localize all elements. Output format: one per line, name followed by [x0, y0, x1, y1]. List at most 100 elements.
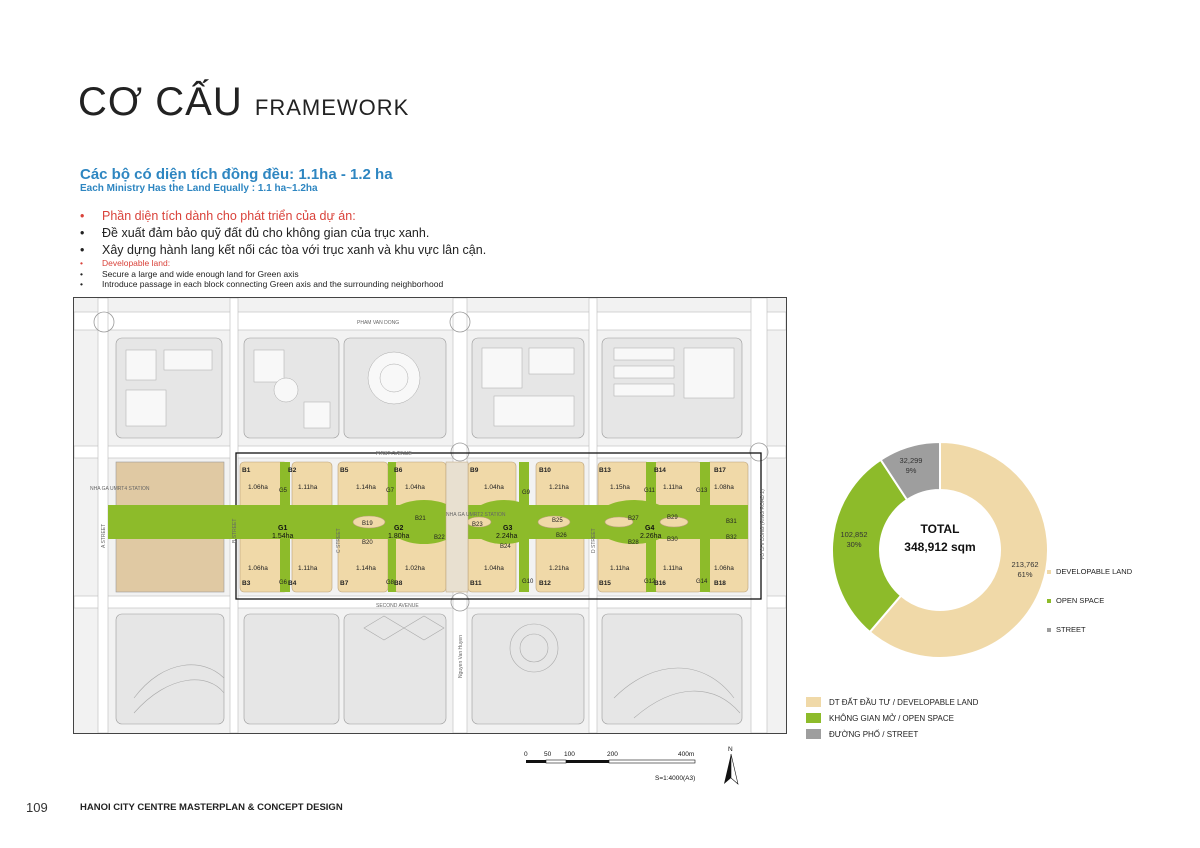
road-a-street: [97, 298, 109, 733]
small-label: G6: [279, 580, 288, 586]
bullet-en-2: Secure a large and wide enough land for …: [80, 269, 443, 280]
block-area: 1.21ha: [549, 484, 569, 491]
block-area: 1.21ha: [549, 565, 569, 572]
scale-bar: 0 50 100 200 400m S=1:4000(A3) N: [520, 744, 760, 794]
donut-total-value: 348,912 sqm: [904, 540, 976, 554]
block-id: B2: [288, 467, 297, 474]
label-station-left: NHA GA UMRT4 STATION: [90, 486, 150, 492]
scale-tick-100: 100: [564, 751, 575, 758]
north-buildings: [125, 347, 735, 429]
label-first-avenue: FIRST AVENUE: [376, 451, 412, 457]
legend-label: KHÔNG GIAN MỞ / OPEN SPACE: [829, 713, 954, 723]
slice-value: 102,852: [840, 530, 868, 539]
legend-label: ĐƯỜNG PHỐ / STREET: [829, 729, 919, 739]
scale-tick-400: 400m: [678, 751, 694, 758]
roundabout-n: [449, 311, 471, 333]
road-first-avenue: [74, 445, 786, 459]
north-label: N: [728, 746, 733, 753]
legend-text: DEVELOPABLE LAND: [1056, 567, 1133, 576]
legend-text: STREET: [1056, 625, 1086, 634]
roundabout-east: [749, 442, 769, 462]
label-d-street: D STREET: [591, 528, 597, 553]
roundabout-nw: [93, 311, 115, 333]
roundabout-center-s: [450, 592, 470, 612]
title-sub: FRAMEWORK: [254, 95, 410, 120]
legend-swatch: [806, 713, 821, 723]
small-label: B24: [500, 544, 511, 550]
green-area: 2.26ha: [640, 533, 662, 540]
scale-ratio: S=1:4000(A3): [655, 775, 695, 782]
small-label: B31: [726, 519, 737, 525]
block-id: B12: [539, 580, 551, 587]
legend-swatch: [1047, 598, 1051, 603]
block-area: 1.06ha: [248, 484, 268, 491]
green-area: 1.80ha: [388, 533, 410, 540]
block-area: 1.11ha: [610, 565, 630, 572]
small-label: G14: [696, 579, 708, 585]
block-id: B7: [340, 580, 349, 587]
small-label: G9: [522, 490, 531, 496]
small-label: B29: [667, 515, 678, 521]
block-id: B14: [654, 467, 666, 474]
green-axis: [108, 462, 748, 592]
label-second-avenue: SECOND AVENUE: [376, 603, 419, 609]
legend-swatch: [806, 729, 821, 739]
block-area: 1.11ha: [663, 565, 683, 572]
bullet-vi-2: Đề xuất đảm bảo quỹ đất đủ cho không gia…: [80, 225, 486, 242]
small-label: G10: [522, 579, 534, 585]
slice-developable: [868, 440, 1049, 659]
masterplan-map: PHAM VAN DONG FIRST AVENUE SECOND AVENUE…: [73, 297, 787, 734]
land-use-donut: [820, 430, 1060, 670]
block-area: 1.14ha: [356, 565, 376, 572]
block-id: B1: [242, 467, 251, 474]
scale-tick-50: 50: [544, 751, 552, 758]
small-label: G12: [644, 579, 656, 585]
legend-swatch: [1047, 627, 1051, 632]
label-a-street: A STREET: [101, 524, 107, 548]
small-label: B25: [552, 518, 563, 524]
block-area: 1.04ha: [405, 484, 425, 491]
block-id: B10: [539, 467, 551, 474]
block-area: 1.08ha: [714, 484, 734, 491]
north-arrow-icon: [724, 753, 739, 785]
bullet-en-3: Introduce passage in each block connecti…: [80, 279, 443, 290]
roundabout-center-n: [450, 442, 470, 462]
footer-title: HANOI CITY CENTRE MASTERPLAN & CONCEPT D…: [80, 802, 343, 813]
block-area: 1.15ha: [610, 484, 630, 491]
block-id: B3: [242, 580, 251, 587]
scale-tick-0: 0: [524, 751, 528, 758]
small-label: G8: [386, 580, 395, 586]
label-b-street: B STREET: [232, 519, 238, 543]
slice-value: 32,299: [899, 456, 923, 465]
block-area: 1.04ha: [484, 484, 504, 491]
page-number: 109: [26, 800, 48, 815]
small-label: G13: [696, 488, 708, 494]
station-plaza: [445, 461, 469, 593]
legend-row-street: ĐƯỜNG PHỐ / STREET: [806, 726, 978, 742]
label-vo-chi-cong: VO CHI CONG (RING ROAD 2): [760, 489, 766, 560]
scale-tick-200: 200: [607, 751, 618, 758]
heading-vi: Các bộ có diện tích đồng đều: 1.1ha - 1.…: [80, 166, 393, 183]
label-nguyen-van-huyen: Nguyen Van Huyen: [458, 635, 464, 678]
block-id: B6: [394, 467, 403, 474]
legend-label: DT ĐẤT ĐẦU TƯ / DEVELOPABLE LAND: [829, 697, 979, 707]
block-area: 1.04ha: [484, 565, 504, 572]
block-id: B11: [470, 580, 482, 587]
bullets-vi: Phần diện tích dành cho phát triển của d…: [80, 208, 486, 259]
road-pham-van-dong: [74, 311, 786, 331]
donut-total-label: TOTAL: [920, 522, 960, 536]
green-area: 2.24ha: [496, 533, 518, 540]
south-details: [133, 615, 741, 719]
bullet-vi-3: Xây dựng hành lang kết nối các tòa với t…: [80, 242, 486, 259]
small-label: B22: [434, 535, 445, 541]
scale-svg: 0 50 100 200 400m S=1:4000(A3) N: [524, 746, 739, 785]
block-id: B17: [714, 467, 726, 474]
block-area: 1.06ha: [248, 565, 268, 572]
small-label: B27: [628, 516, 639, 522]
slice-pct: 9%: [905, 466, 917, 475]
legend-row-open-space: KHÔNG GIAN MỞ / OPEN SPACE: [806, 710, 978, 726]
small-label: G7: [386, 488, 395, 494]
green-area: 1.54ha: [272, 533, 294, 540]
bullet-vi-1: Phần diện tích dành cho phát triển của d…: [80, 208, 486, 225]
